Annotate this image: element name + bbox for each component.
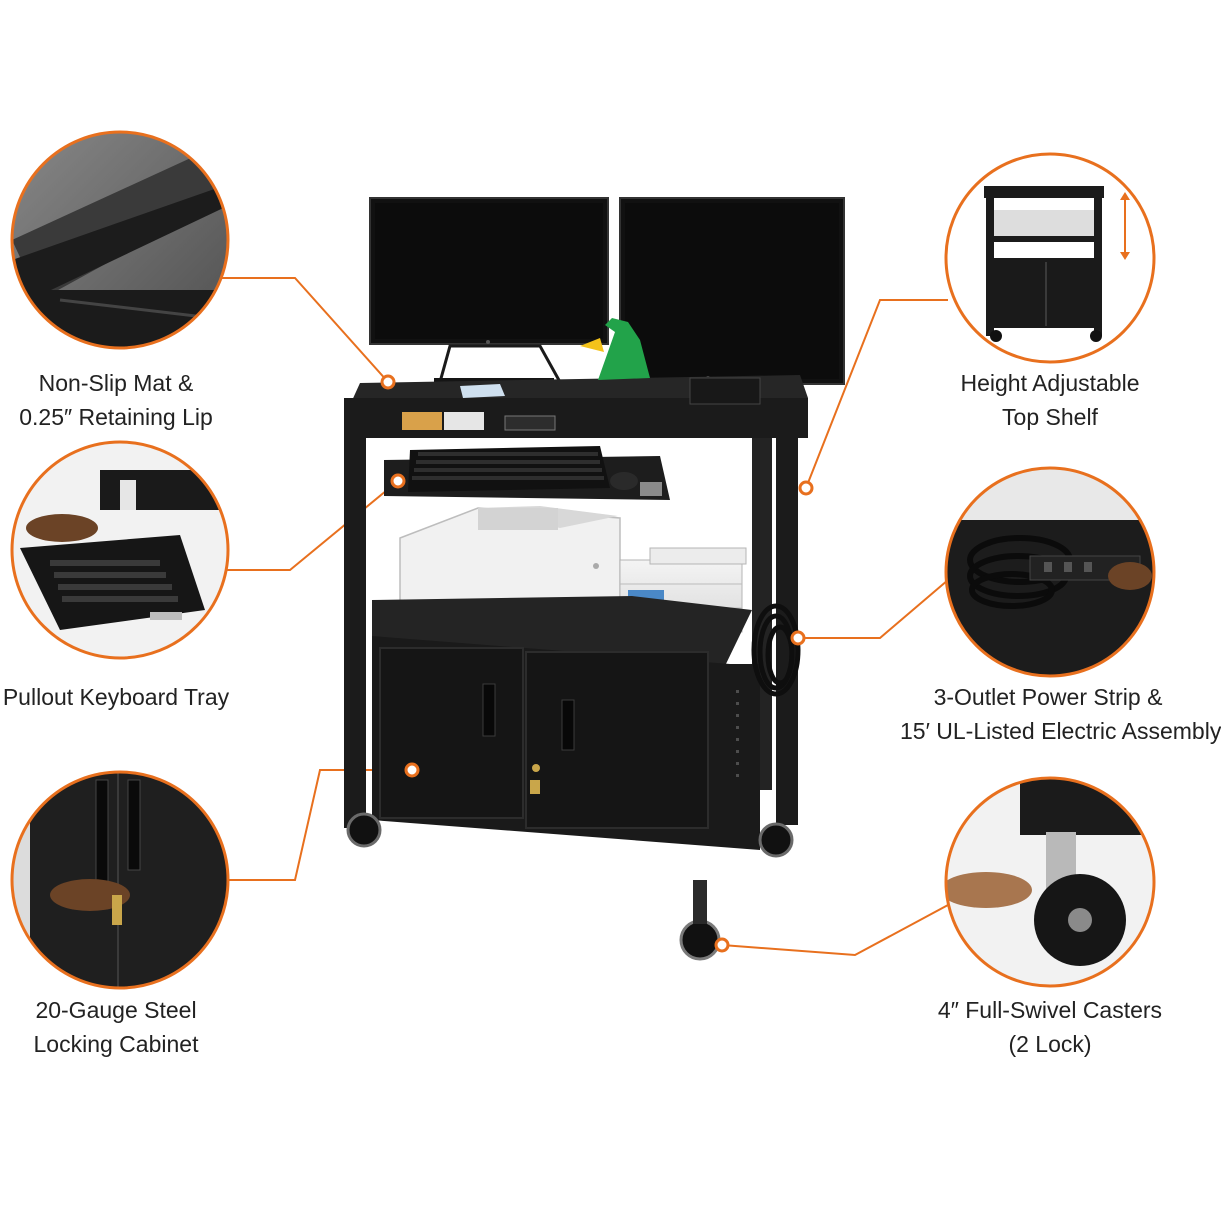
callout-label-cabinet: 20-Gauge Steel Locking Cabinet	[0, 993, 232, 1061]
cart-left-leg	[344, 398, 366, 828]
callout-label-casters-line2: (2 Lock)	[1008, 1031, 1092, 1057]
swivel-caster-closeup-icon	[944, 776, 1156, 988]
callout-label-casters-line1: 4″ Full-Swivel Casters	[937, 997, 1163, 1023]
leader-line-power	[798, 579, 949, 639]
callout-label-shelf: Height Adjustable Top Shelf	[930, 366, 1170, 434]
callout-dot-keyboard	[390, 473, 406, 489]
callout-label-cabinet-line1: 20-Gauge Steel	[35, 997, 197, 1023]
callout-dot-shelf	[798, 480, 814, 496]
callout-label-power-line1: 3-Outlet Power Strip &	[933, 684, 1163, 710]
keyboard-tray	[384, 446, 670, 500]
non-slip-mat-closeup-icon	[10, 130, 230, 350]
callout-dots	[380, 374, 814, 953]
callout-label-mat-line2: 0.25″ Retaining Lip	[19, 404, 213, 430]
right-monitor	[619, 197, 845, 402]
callout-label-cabinet-line2: Locking Cabinet	[33, 1031, 199, 1057]
power-strip-closeup-icon	[944, 466, 1156, 678]
dinosaur-figure	[580, 318, 650, 380]
height-adjustable-cart-icon	[944, 152, 1156, 364]
leader-line-shelf	[805, 299, 948, 489]
callout-label-mat-line1: Non-Slip Mat &	[38, 370, 194, 396]
leader-line-casters	[721, 904, 949, 957]
callout-dot-cabinet	[404, 762, 420, 778]
callout-leader-lines	[213, 277, 949, 957]
middle-shelf-surface	[372, 596, 752, 668]
callout-label-power-line2: 15′ UL-Listed Electric Assembly	[900, 718, 1221, 744]
callout-label-keyboard-line1: Pullout Keyboard Tray	[2, 684, 230, 710]
callout-label-casters: 4″ Full-Swivel Casters (2 Lock)	[930, 993, 1170, 1061]
callout-dot-power	[790, 630, 806, 646]
locking-cabinet-closeup-icon	[10, 770, 230, 990]
av-cart	[344, 197, 845, 961]
keyboard-tray-closeup-icon	[10, 440, 230, 660]
leader-line-mat	[213, 277, 389, 383]
left-monitor	[369, 197, 609, 386]
cabinet-lock	[532, 764, 540, 772]
locking-cabinet	[372, 636, 760, 850]
product-feature-diagram: Non-Slip Mat & 0.25″ Retaining Lip Pullo…	[0, 130, 1221, 1061]
callout-label-mat: Non-Slip Mat & 0.25″ Retaining Lip	[0, 366, 232, 434]
product-illustration	[10, 130, 1156, 990]
callout-dot-mat	[380, 374, 396, 390]
callout-label-shelf-line2: Top Shelf	[1002, 404, 1098, 430]
callout-label-shelf-line1: Height Adjustable	[960, 370, 1140, 396]
power-cord-coil	[751, 603, 801, 697]
callout-dot-casters	[714, 937, 730, 953]
callout-label-power: 3-Outlet Power Strip & 15′ UL-Listed Ele…	[900, 680, 1221, 748]
leader-line-keyboard	[222, 480, 399, 571]
callout-label-keyboard: Pullout Keyboard Tray	[0, 680, 232, 714]
casters	[346, 812, 794, 961]
